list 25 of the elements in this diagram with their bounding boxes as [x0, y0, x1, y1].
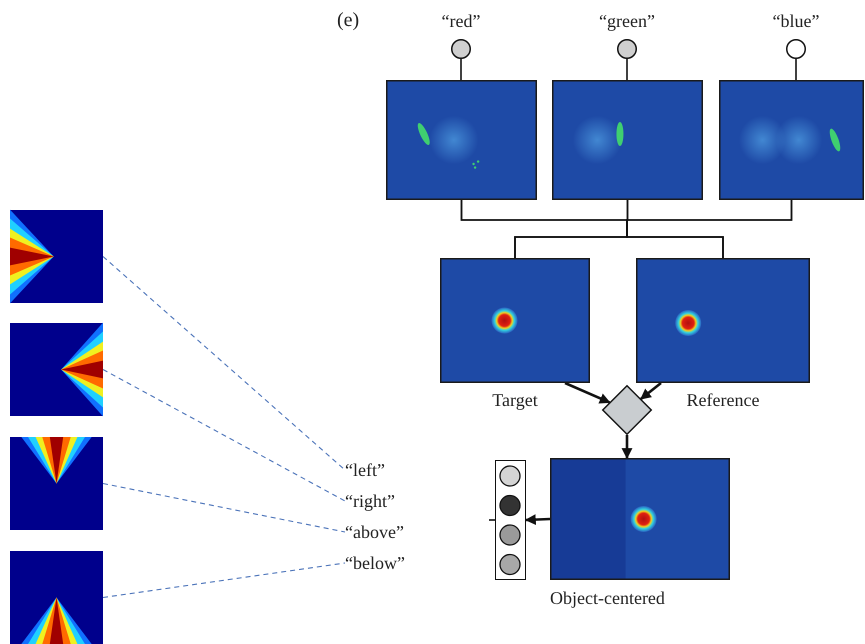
word-label: “above”	[345, 523, 404, 541]
arrow	[640, 382, 662, 400]
node-label: “green”	[599, 12, 655, 30]
node-label: Object-centered	[550, 589, 665, 607]
connector-line	[795, 59, 797, 80]
node-label: Reference	[686, 391, 760, 409]
leader-line	[102, 482, 346, 533]
connector-line	[626, 200, 792, 258]
unit-column	[495, 460, 526, 580]
word-label: “left”	[345, 461, 385, 479]
connector-line	[460, 59, 462, 80]
word-label: “below”	[345, 554, 405, 572]
arrow	[622, 435, 632, 460]
node-label: Target	[492, 391, 538, 409]
line-stub	[489, 519, 495, 521]
leader-line	[102, 369, 346, 502]
word-label: “right”	[345, 492, 395, 510]
leader-line	[102, 562, 346, 598]
arrow	[564, 382, 611, 404]
node-label: “red”	[442, 12, 480, 30]
connector-line	[626, 59, 628, 80]
arrow	[524, 514, 550, 526]
leader-line	[102, 256, 346, 470]
node-label: “blue”	[772, 12, 820, 30]
panel-label: (e)	[337, 10, 360, 30]
